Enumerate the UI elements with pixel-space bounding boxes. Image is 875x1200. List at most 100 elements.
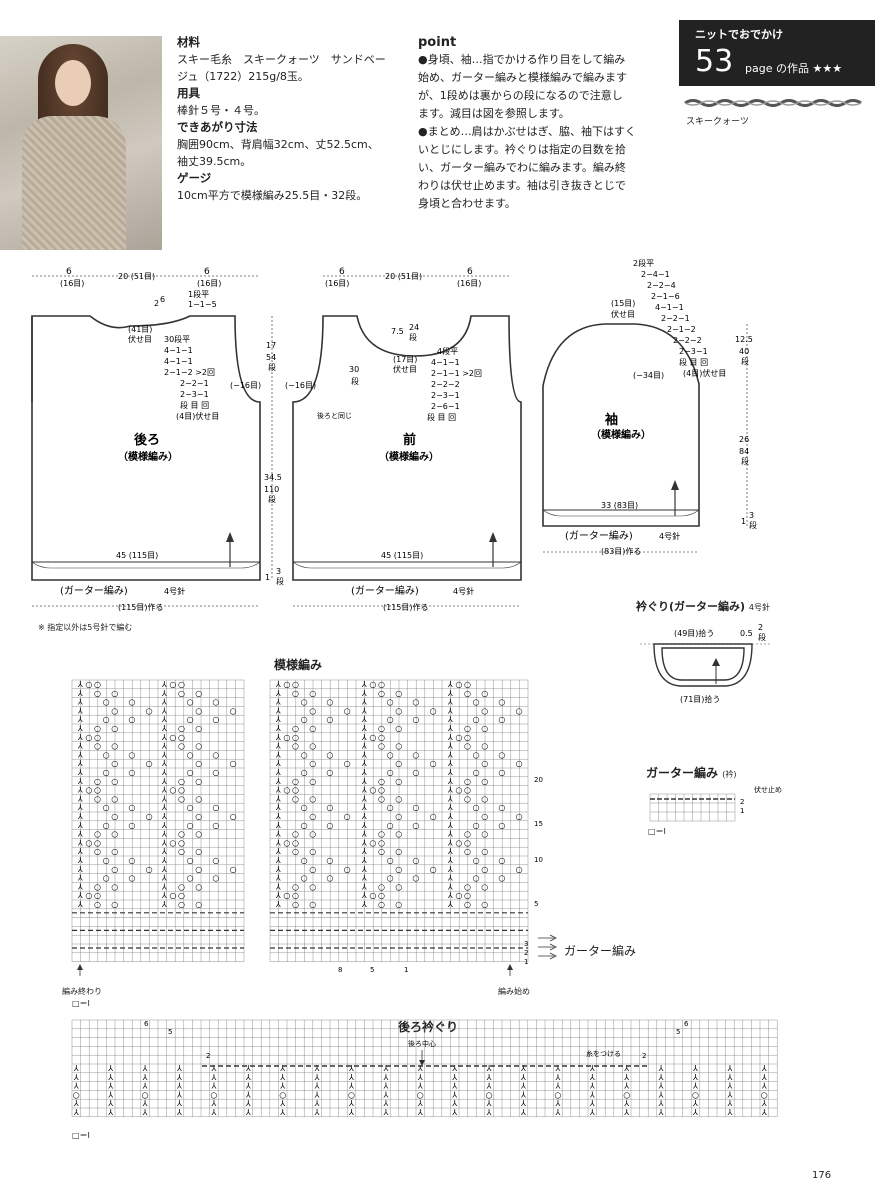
decrease-symbol: ⅄ [447, 742, 453, 751]
size-heading: できあがり寸法 [177, 120, 258, 134]
garter-legend: □＝Ⅰ [648, 827, 666, 836]
decrease-symbol: ⅄ [361, 865, 367, 874]
yarn-over-symbol: ○ [178, 794, 185, 803]
yarn-over-symbol: ○ [369, 786, 376, 795]
yarn-over-symbol: ○ [326, 715, 333, 724]
decrease-symbol: ⅄ [77, 900, 83, 909]
pattern-chart-title: 模様編み [274, 658, 323, 672]
yarn-over-symbol: ○ [309, 812, 316, 821]
back-neck-join: 糸をつける [586, 1049, 621, 1058]
decrease-symbol: ⅄ [447, 847, 453, 856]
yarn-over-symbol: ○ [94, 680, 101, 689]
yarn-over-symbol: ○ [464, 680, 471, 689]
front-top-left-sts: (16目) [325, 279, 349, 288]
yarn-over-symbol: ○ [85, 733, 92, 742]
yarn-over-symbol: ○ [195, 724, 202, 733]
yarn-over-symbol: ○ [212, 698, 219, 707]
yarn-over-symbol: ○ [169, 786, 176, 795]
back-bind-label: 伏せ目 [128, 334, 152, 344]
decrease-symbol: ⅄ [161, 830, 167, 839]
yarn-over-symbol: ○ [464, 794, 471, 803]
decrease-symbol: ⅄ [361, 715, 367, 724]
yarn-over-symbol: ○ [301, 750, 308, 759]
decrease-symbol: ⅄ [77, 742, 83, 751]
yarn-over-symbol: ○ [387, 821, 394, 830]
yarn-over-symbol: ○ [283, 838, 290, 847]
decrease-symbol: ⅄ [77, 724, 83, 733]
decrease-symbol: ⅄ [520, 1073, 526, 1082]
decrease-symbol: ⅄ [245, 1073, 251, 1082]
decrease-symbol: ⅄ [451, 1064, 457, 1073]
yarn-over-symbol: ○ [498, 874, 505, 883]
yarn-over-symbol: ○ [187, 874, 194, 883]
yarn-over-symbol: ○ [146, 812, 153, 821]
yarn-over-symbol: ○ [344, 812, 351, 821]
decrease-symbol: ⅄ [161, 847, 167, 856]
decrease-symbol: ⅄ [417, 1108, 423, 1117]
yarn-over-symbol: ○ [481, 706, 488, 715]
decrease-symbol: ⅄ [348, 1073, 354, 1082]
decrease-symbol: ⅄ [361, 733, 367, 742]
yarn-over-symbol: ○ [85, 680, 92, 689]
decrease-symbol: ⅄ [314, 1090, 320, 1099]
decrease-symbol: ⅄ [161, 821, 167, 830]
decrease-symbol: ⅄ [726, 1099, 732, 1108]
decrease-symbol: ⅄ [623, 1099, 629, 1108]
yarn-over-symbol: ○ [309, 882, 316, 891]
yarn-over-symbol: ○ [309, 847, 316, 856]
yarn-over-symbol: ○ [292, 680, 299, 689]
yarn-over-symbol: ○ [94, 900, 101, 909]
decrease-symbol: ⅄ [447, 812, 453, 821]
yarn-over-symbol: ○ [128, 821, 135, 830]
yarn-over-symbol: ○ [128, 874, 135, 883]
yarn-over-symbol: ○ [94, 838, 101, 847]
decrease-symbol: ⅄ [520, 1064, 526, 1073]
decrease-symbol: ⅄ [589, 1082, 595, 1091]
yarn-over-symbol: ○ [378, 794, 385, 803]
decrease-symbol: ⅄ [382, 1082, 388, 1091]
decrease-symbol: ⅄ [210, 1064, 216, 1073]
yarn-over-symbol: ○ [111, 830, 118, 839]
decrease-symbol: ⅄ [692, 1082, 698, 1091]
neckband-pick-bottom: (71目)拾う [680, 694, 720, 704]
yarn-over-symbol: ○ [516, 812, 523, 821]
yarn-over-symbol: ○ [481, 865, 488, 874]
front-same-as-back: 後ろと同じ [317, 411, 352, 420]
sleeve-top-7: 2−1−2 [667, 325, 696, 334]
decrease-symbol: ⅄ [447, 786, 453, 795]
yarn-over-symbol: ○ [309, 900, 316, 909]
garter-row-1: 1 [740, 807, 744, 815]
yarn-over-symbol: ○ [455, 786, 462, 795]
decrease-symbol: ⅄ [451, 1082, 457, 1091]
yarn-over-symbol: ○ [498, 768, 505, 777]
sleeve-top-10: 段 目 回 [679, 357, 708, 367]
yarn-over-symbol: ○ [369, 891, 376, 900]
decrease-symbol: ⅄ [161, 865, 167, 874]
decrease-symbol: ⅄ [161, 874, 167, 883]
back-cast-on: (115目)作る [118, 602, 164, 612]
yarn-over-symbol: ○ [301, 768, 308, 777]
front-garter: (ガーター編み) [351, 584, 419, 597]
front-arm-rows: 30 [349, 365, 359, 374]
garter-unit: (衿) [722, 770, 737, 779]
yarn-over-symbol: ○ [169, 838, 176, 847]
decrease-symbol: ⅄ [361, 689, 367, 698]
yarn-over-symbol: ○ [395, 847, 402, 856]
decrease-symbol: ⅄ [348, 1064, 354, 1073]
yarn-over-symbol: ○ [169, 733, 176, 742]
yarn-over-symbol: ○ [554, 1090, 561, 1099]
decrease-symbol: ⅄ [275, 838, 281, 847]
point-line-6: いとじにします。衿ぐりは指定の目数を拾 [418, 143, 626, 156]
front-bind-sts: (17目) [393, 355, 417, 364]
yarn-over-symbol: ○ [212, 821, 219, 830]
front-neck-4: 2−2−2 [431, 380, 460, 389]
back-top-mid: 20 (51目) [118, 272, 155, 281]
decrease-symbol: ⅄ [361, 821, 367, 830]
decrease-symbol: ⅄ [447, 777, 453, 786]
decrease-symbol: ⅄ [314, 1108, 320, 1117]
yarn-over-symbol: ○ [412, 768, 419, 777]
neckband-title-main: 衿ぐり [636, 600, 669, 613]
sleeve-cap-bind: 伏せ目 [611, 309, 635, 319]
yarn-over-symbol: ○ [111, 724, 118, 733]
yarn-over-symbol: ○ [455, 838, 462, 847]
